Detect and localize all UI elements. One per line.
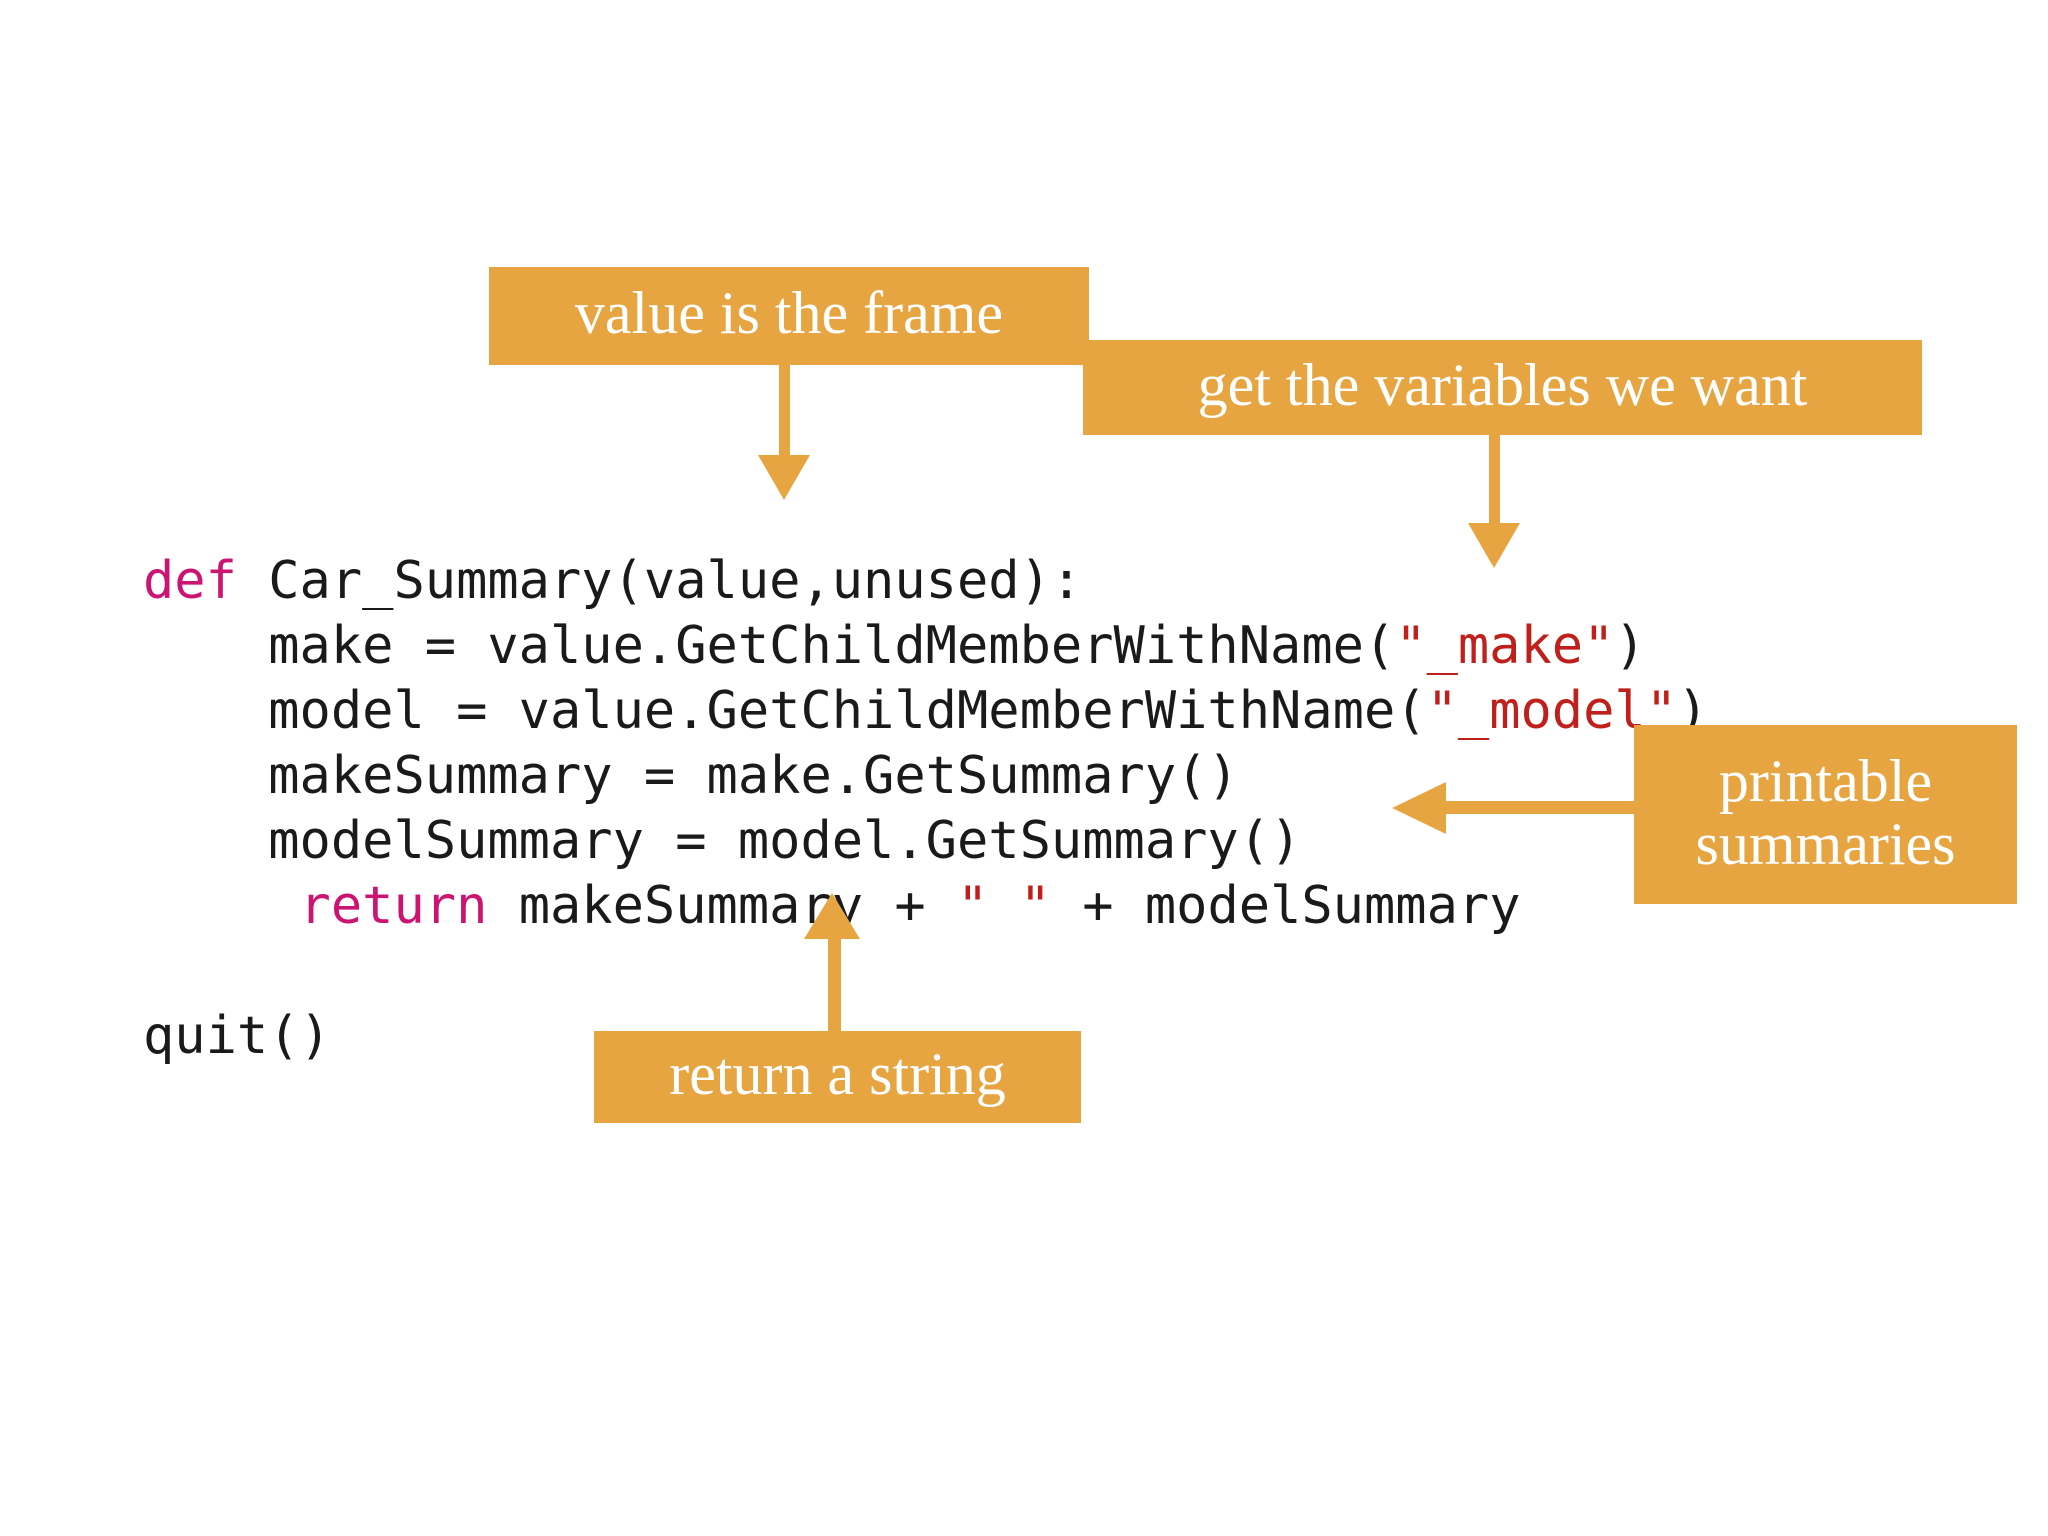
arrow-left-shaft-printable: [1444, 801, 1640, 814]
code-line-return: return makeSummary + " " + modelSummary: [143, 874, 1708, 939]
code-token-keyword: return: [299, 876, 488, 936]
code-token-plain: makeSummary = make.GetSummary(): [143, 746, 1239, 806]
code-line-model-summary: modelSummary = model.GetSummary(): [143, 809, 1708, 874]
arrow-down-shaft-get-vars: [1489, 433, 1500, 543]
code-line-model: model = value.GetChildMemberWithName("_m…: [143, 679, 1708, 744]
code-line-def: def Car_Summary(value,unused):: [143, 549, 1708, 614]
code-token-plain: ): [1614, 616, 1646, 676]
callout-printable-summaries: printable summaries: [1634, 725, 2017, 904]
arrow-down-icon-get-vars: [1468, 523, 1520, 568]
code-token-keyword: def: [143, 551, 237, 611]
callout-get-the-variables-we-want: get the variables we want: [1083, 340, 1922, 435]
code-token-plain: quit(): [143, 1006, 331, 1066]
callout-return-a-string: return a string: [594, 1031, 1081, 1123]
code-line-make: make = value.GetChildMemberWithName("_ma…: [143, 614, 1708, 679]
code-block: def Car_Summary(value,unused): make = va…: [143, 549, 1708, 1069]
arrow-up-shaft-return-string: [828, 935, 841, 1035]
code-token-plain: Car_Summary(value,unused):: [236, 551, 1083, 611]
code-token-plain: [143, 876, 300, 936]
code-line-quit: quit(): [143, 1004, 1708, 1069]
arrow-down-shaft-value-frame: [779, 363, 790, 474]
callout-return-a-string-label: return a string: [669, 1041, 1006, 1108]
code-token-string: "_make": [1395, 616, 1615, 676]
callout-printable-summaries-line1: printable: [1718, 748, 1933, 815]
code-line-make-summary: makeSummary = make.GetSummary(): [143, 744, 1708, 809]
code-token-plain: make = value.GetChildMemberWithName(: [143, 616, 1396, 676]
code-token-string: " ": [957, 876, 1051, 936]
callout-value-is-the-frame: value is the frame: [489, 267, 1089, 365]
callout-value-is-the-frame-label: value is the frame: [574, 280, 1004, 347]
code-token-plain: model = value.GetChildMemberWithName(: [143, 681, 1427, 741]
callout-get-the-variables-we-want-label: get the variables we want: [1197, 351, 1808, 418]
code-line-blank: [143, 939, 1708, 1004]
code-token-plain: makeSummary +: [487, 876, 957, 936]
arrow-down-icon-value-frame: [758, 455, 810, 500]
code-token-plain: modelSummary = model.GetSummary(): [143, 811, 1302, 871]
callout-printable-summaries-line2: summaries: [1695, 810, 1956, 877]
arrow-up-icon-return-string: [804, 893, 860, 939]
arrow-left-icon-printable: [1392, 782, 1446, 834]
code-token-plain: + modelSummary: [1050, 876, 1521, 936]
